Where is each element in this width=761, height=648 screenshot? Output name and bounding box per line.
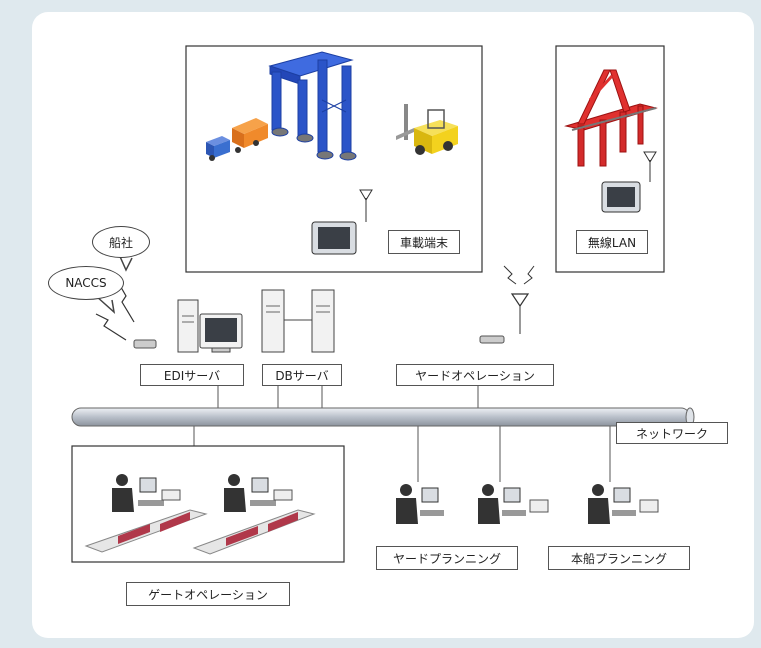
network-label: ネットワーク — [616, 422, 728, 444]
modem-icon — [133, 339, 157, 349]
gate-lane-icon — [84, 509, 316, 555]
operator-workstation-icon — [478, 484, 549, 524]
db-server-icon — [261, 289, 335, 353]
vessel-planning-label: 本船プランニング — [548, 546, 690, 570]
truck-icon — [206, 118, 268, 161]
radio-signal-icon — [95, 313, 127, 341]
vehicle-terminal-label: 車載端末 — [388, 230, 460, 254]
operator-workstation-icon — [588, 484, 659, 524]
wireless-terminal-icon — [601, 151, 657, 213]
radio-signal-icon — [117, 281, 135, 323]
edi-server-icon — [177, 299, 243, 353]
bubble-tail — [95, 295, 116, 314]
gate-operation-label: ゲートオペレーション — [126, 582, 290, 606]
gantry-crane-icon — [268, 51, 357, 161]
wireless-lan-label: 無線LAN — [576, 230, 648, 254]
naccs-bubble: NACCS — [48, 266, 124, 300]
operator-workstation-icon — [112, 474, 181, 512]
db-server-label: DBサーバ — [262, 364, 342, 386]
quay-crane-icon — [564, 69, 658, 167]
network-backbone — [71, 407, 695, 427]
yard-operation-label: ヤードオペレーション — [396, 364, 554, 386]
shipping-company-bubble: 船社 — [92, 226, 150, 258]
forklift-icon — [396, 104, 458, 155]
operator-workstation-icon — [224, 474, 293, 512]
edi-server-label: EDIサーバ — [140, 364, 244, 386]
access-point-antenna-icon — [479, 265, 535, 344]
operator-workstation-icon — [396, 484, 444, 524]
vehicle-terminal-icon — [311, 189, 373, 255]
yard-planning-label: ヤードプランニング — [376, 546, 518, 570]
